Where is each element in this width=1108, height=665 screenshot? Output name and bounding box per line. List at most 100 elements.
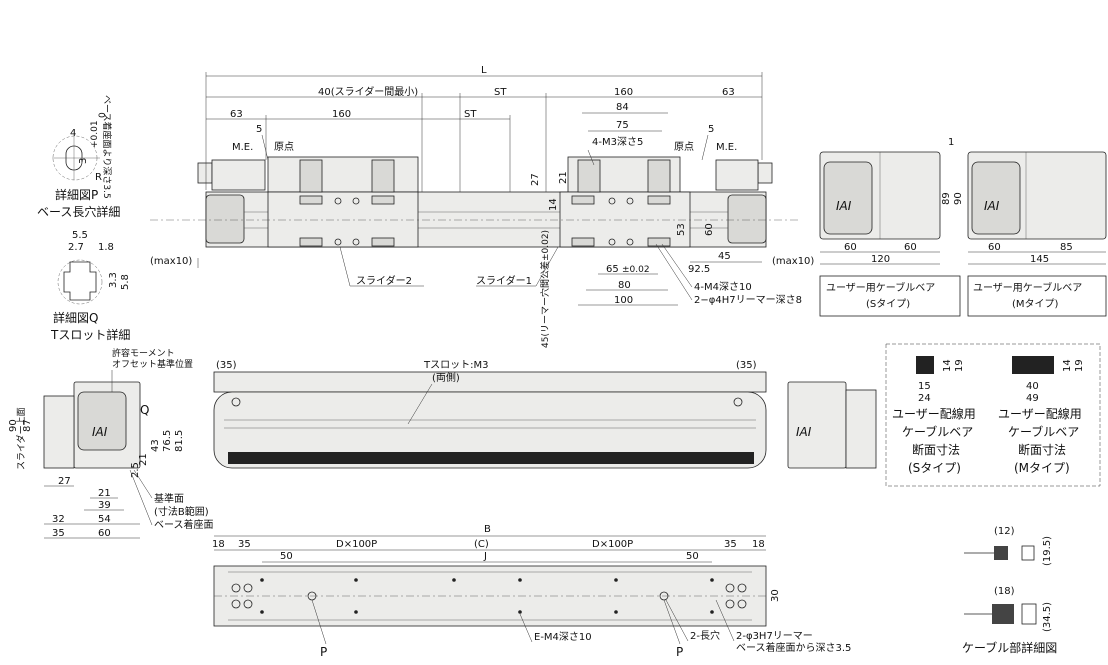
reamer-tolerance: 45(リーマー穴間公差±0.02) (539, 230, 551, 348)
dim-J: J (483, 551, 487, 562)
right-motor-block (715, 159, 759, 191)
dim-65-tol: ±0.02 (622, 265, 650, 275)
bottom-hole (243, 599, 253, 609)
dim-35-a: 35 (238, 539, 251, 550)
dim-925: 92.5 (688, 264, 710, 275)
dim-53: 53 (676, 223, 687, 236)
m4-hole (354, 578, 358, 582)
detail-q-marker: Q (140, 403, 149, 417)
dim-65: 65 (606, 264, 619, 275)
dim-st: ST (494, 87, 507, 98)
dim-18-b: 18 (752, 539, 765, 550)
side-27: 27 (58, 476, 71, 487)
wiring-s-t4: (Sタイプ) (908, 461, 961, 475)
cable-m-type: (Mタイプ) (1012, 298, 1059, 310)
me-left: M.E. (232, 142, 253, 153)
cable-s-1: 1 (948, 137, 954, 148)
m4-hole (260, 610, 264, 614)
dim-63-a: 63 (230, 109, 243, 120)
cable-s-type: (Sタイプ) (866, 298, 910, 310)
side-view: IAI 許容モーメント オフセット基準位置 Q 90 87 スライダー上面 81… (8, 347, 214, 539)
bottom-hole (231, 583, 241, 593)
em4-label: E-M4深さ10 (534, 631, 592, 643)
slider-1-pad (571, 195, 595, 205)
side-43: 43 (150, 439, 161, 452)
cable-m-85: 85 (1060, 242, 1073, 253)
detail-q-27: 2.7 (68, 242, 84, 253)
cable-s-logo: IAI (836, 199, 852, 213)
detail-q-title: 詳細図Q (53, 310, 98, 325)
front-top-sliders (213, 371, 767, 393)
cable-detail: (12) (19.5) (18) (34.5) ケーブル部詳細図 (962, 526, 1057, 655)
wiring-s-section (916, 356, 934, 374)
right-cable-end (727, 194, 767, 244)
detail-p-tol2: 0 (98, 112, 108, 118)
slot-label: 2-長穴 (690, 629, 720, 642)
slider-2-pad (299, 195, 323, 205)
moment-label-2: オフセット基準位置 (112, 358, 193, 370)
cable-s-title-box (819, 275, 961, 317)
slider-2-bracket-b (371, 159, 395, 193)
bottom-hole (737, 583, 747, 593)
side-60: 60 (98, 528, 111, 539)
cable-m-60: 60 (988, 242, 1001, 253)
dim-80: 80 (618, 280, 631, 291)
detail-q: 5.5 2.7 1.8 3.3 5.8 詳細図Q Tスロット詳細 (50, 230, 131, 342)
tap-hole (352, 238, 360, 246)
dim-50-a: 50 (280, 551, 293, 562)
dim-C: (C) (474, 539, 489, 550)
wiring-m-t3: 断面寸法 (1018, 442, 1066, 457)
dim-14: 14 (548, 198, 559, 211)
side-815: 81.5 (174, 430, 185, 452)
cable-s-end (1021, 545, 1035, 561)
dim-18-a: 18 (212, 539, 225, 550)
front-35-right: (35) (736, 360, 757, 371)
left-end-cap (197, 162, 213, 184)
cable-195: (19.5) (1042, 536, 1053, 566)
dim-5-left: 5 (256, 124, 262, 135)
side-25: 2.5 (130, 462, 141, 478)
m4-hole (354, 610, 358, 614)
dim-4m4: 4-M4深さ10 (694, 281, 752, 293)
detail-q-58: 5.8 (120, 274, 131, 290)
tap-hole (608, 197, 616, 205)
side-54: 54 (98, 514, 111, 525)
cable-m-logo: IAI (984, 199, 1000, 213)
dim-60: 60 (704, 223, 715, 236)
wiring-s-t1: ユーザー配線用 (892, 406, 976, 421)
front-base-strip (228, 452, 754, 464)
cable-m-title: ユーザー用ケーブルベア (973, 281, 1082, 294)
tap-hole (626, 238, 634, 246)
wiring-m-section (1012, 356, 1054, 374)
ref-range: (寸法B範囲) (154, 505, 209, 518)
tap-hole (626, 197, 634, 205)
front-body (213, 391, 767, 469)
dim-2phi: 2−φ4H7リーマー深さ8 (694, 294, 802, 306)
wiring-s-t2: ケーブルベア (902, 424, 973, 439)
cable-s-60a: 60 (844, 242, 857, 253)
wiring-box (885, 343, 1101, 487)
wiring-s-15: 15 (918, 381, 931, 392)
cable-s-60b: 60 (904, 242, 917, 253)
m4-hole (614, 610, 618, 614)
cable-m-plug (992, 604, 1014, 624)
side-90: 90 (8, 419, 19, 432)
bottom-hole (725, 583, 735, 593)
dim-63-b: 63 (722, 87, 735, 98)
detail-q-circle (57, 259, 103, 305)
bottom-hole (737, 599, 747, 609)
side-cable-bear (43, 395, 75, 469)
wiring-m-14: 14 (1062, 359, 1073, 372)
detail-q-33: 3.3 (108, 272, 119, 288)
detail-q-55: 5.5 (72, 230, 88, 241)
detail-p: 4 3 +0.01 0 ベース着座面より深さ3.5 R 詳細図P ベース長穴詳細 (37, 95, 120, 219)
cable-m-end (1021, 603, 1037, 625)
dim-100: 100 (614, 295, 633, 306)
dim-4m3: 4-M3深さ5 (592, 136, 643, 148)
cable-m-145: 145 (1030, 254, 1049, 265)
tslot-shape (63, 261, 97, 301)
reamer-label: 2-φ3H7リーマー (736, 631, 813, 642)
dim-27: 27 (530, 173, 541, 186)
